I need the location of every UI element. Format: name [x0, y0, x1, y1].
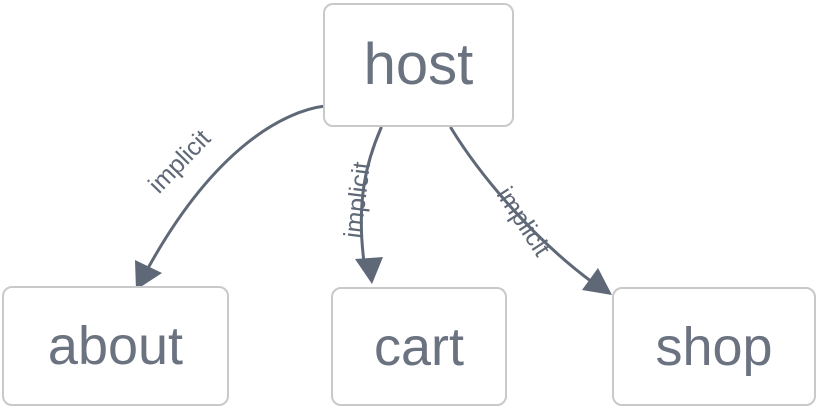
node-shop[interactable]: shop	[612, 287, 816, 406]
node-shop-label: shop	[655, 316, 773, 377]
edge-host-to-shop-arrowhead	[582, 268, 612, 295]
edge-host-to-cart[interactable]	[355, 126, 383, 284]
edge-host-to-shop[interactable]	[449, 126, 612, 295]
node-about-label: about	[47, 316, 184, 376]
edge-host-to-cart-path	[359, 126, 383, 264]
node-host[interactable]: host	[323, 3, 514, 127]
node-cart[interactable]: cart	[331, 287, 507, 406]
edge-host-to-about-path	[145, 104, 327, 272]
edge-host-to-about-arrowhead	[135, 260, 162, 290]
edge-host-to-about[interactable]	[135, 104, 327, 290]
edge-host-to-shop-path	[449, 126, 594, 284]
edge-host-to-cart-arrowhead	[355, 257, 383, 284]
node-about[interactable]: about	[2, 286, 229, 406]
node-cart-label: cart	[373, 316, 465, 377]
node-host-label: host	[363, 32, 474, 97]
